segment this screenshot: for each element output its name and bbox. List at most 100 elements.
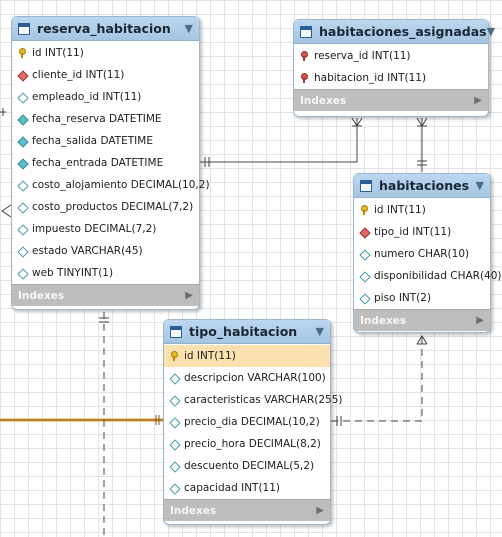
column-icon <box>17 180 27 190</box>
column-row[interactable]: fecha_salida DATETIME <box>12 130 199 152</box>
table-header[interactable]: habitaciones_asignadas ▼ <box>294 20 495 44</box>
column-icon <box>17 268 27 278</box>
column-row[interactable]: numero CHAR(10) <box>354 243 490 265</box>
primary-key-icon <box>359 205 369 215</box>
table-habitaciones[interactable]: habitaciones ▼ id INT(11) tipo_id INT(11… <box>353 173 502 333</box>
column-label: empleado_id INT(11) <box>32 91 142 103</box>
column-label: impuesto DECIMAL(7,2) <box>32 223 157 235</box>
expand-arrow-icon[interactable]: ▶ <box>316 505 324 516</box>
left-edge-crowfoot <box>1 204 12 218</box>
primary-key-icon <box>169 351 179 361</box>
column-icon <box>359 249 369 259</box>
column-row[interactable]: costo_productos DECIMAL(7,2) <box>12 196 199 218</box>
column-row[interactable]: id INT(11) <box>354 199 490 221</box>
foreign-key-icon <box>359 227 369 237</box>
table-header[interactable]: tipo_habitacion ▼ <box>164 320 330 344</box>
table-header[interactable]: reserva_habitacion ▼ <box>12 17 199 41</box>
table-icon <box>18 22 30 35</box>
column-row[interactable]: costo_alojamiento DECIMAL(10,2) <box>12 174 210 196</box>
column-row[interactable]: descripcion VARCHAR(100) <box>164 367 330 389</box>
column-row[interactable]: precio_dia DECIMAL(10,2) <box>164 411 330 433</box>
expand-arrow-icon[interactable]: ▶ <box>476 315 484 326</box>
column-row[interactable]: cliente_id INT(11) <box>12 64 199 86</box>
collapse-arrow-icon[interactable]: ▼ <box>486 25 496 38</box>
primary-key-icon <box>17 48 27 58</box>
table-reserva-habitacion[interactable]: reserva_habitacion ▼ id INT(11) cliente_… <box>11 16 210 310</box>
collapse-arrow-icon[interactable]: ▼ <box>315 325 324 338</box>
column-label: descripcion VARCHAR(100) <box>184 372 326 384</box>
column-label: tipo_id INT(11) <box>374 226 452 238</box>
column-row[interactable]: piso INT(2) <box>354 287 490 309</box>
indexes-bar[interactable]: Indexes ▶ <box>354 309 490 331</box>
indexes-label: Indexes <box>360 314 407 327</box>
column-icon <box>169 461 179 471</box>
column-label: precio_dia DECIMAL(10,2) <box>184 416 320 428</box>
column-row[interactable]: id INT(11) <box>12 42 199 64</box>
table-habitaciones-asignadas[interactable]: habitaciones_asignadas ▼ reserva_id INT(… <box>293 19 495 117</box>
column-row[interactable]: tipo_id INT(11) <box>354 221 490 243</box>
column-row[interactable]: precio_hora DECIMAL(8,2) <box>164 433 330 455</box>
table-title: habitaciones_asignadas <box>319 24 487 39</box>
expand-arrow-icon[interactable]: ▶ <box>185 290 193 301</box>
column-not-null-icon <box>17 158 27 168</box>
column-icon <box>169 483 179 493</box>
column-row[interactable]: habitacion_id INT(11) <box>294 67 488 89</box>
tipo-to-habitaciones-line[interactable] <box>331 334 423 422</box>
expand-arrow-icon[interactable]: ▶ <box>474 95 482 106</box>
column-row[interactable]: descuento DECIMAL(5,2) <box>164 455 330 477</box>
column-label: fecha_reserva DATETIME <box>32 113 162 125</box>
column-icon <box>17 224 27 234</box>
column-icon <box>359 293 369 303</box>
column-list: reserva_id INT(11) habitacion_id INT(11) <box>294 44 488 89</box>
reserva-to-asignadas-line[interactable] <box>200 118 358 163</box>
table-header[interactable]: habitaciones ▼ <box>354 174 490 198</box>
column-not-null-icon <box>17 114 27 124</box>
column-list: id INT(11) tipo_id INT(11) numero CHAR(1… <box>354 198 502 309</box>
habitaciones-crowfoot <box>416 335 428 345</box>
collapse-arrow-icon[interactable]: ▼ <box>184 22 193 35</box>
column-row[interactable]: estado VARCHAR(45) <box>12 240 199 262</box>
column-label: cliente_id INT(11) <box>32 69 125 81</box>
column-label: estado VARCHAR(45) <box>32 245 143 257</box>
column-row-selected[interactable]: id INT(11) <box>164 345 330 367</box>
column-row[interactable]: fecha_entrada DATETIME <box>12 152 199 174</box>
column-label: id INT(11) <box>374 204 426 216</box>
collapse-arrow-icon[interactable]: ▼ <box>475 179 484 192</box>
column-label: disponibilidad CHAR(40) <box>374 270 502 282</box>
column-list: id INT(11) descripcion VARCHAR(100) cara… <box>164 344 342 499</box>
column-row[interactable]: caracteristicas VARCHAR(255) <box>164 389 342 411</box>
table-icon <box>170 325 182 338</box>
column-row[interactable]: capacidad INT(11) <box>164 477 330 499</box>
column-label: caracteristicas VARCHAR(255) <box>184 394 343 406</box>
indexes-bar[interactable]: Indexes ▶ <box>12 284 199 306</box>
column-list: id INT(11) cliente_id INT(11) empleado_i… <box>12 41 210 284</box>
column-icon <box>17 92 27 102</box>
column-row[interactable]: fecha_reserva DATETIME <box>12 108 199 130</box>
table-title: reserva_habitacion <box>37 21 171 36</box>
column-label: numero CHAR(10) <box>374 248 470 260</box>
column-label: fecha_entrada DATETIME <box>32 157 164 169</box>
column-row[interactable]: web TINYINT(1) <box>12 262 199 284</box>
table-title: tipo_habitacion <box>189 324 298 339</box>
indexes-bar[interactable]: Indexes ▶ <box>294 89 488 111</box>
column-label: capacidad INT(11) <box>184 482 281 494</box>
column-label: costo_productos DECIMAL(7,2) <box>32 201 194 213</box>
foreign-key-icon <box>17 70 27 80</box>
table-title: habitaciones <box>379 178 470 193</box>
column-label: web TINYINT(1) <box>32 267 114 279</box>
table-tipo-habitacion[interactable]: tipo_habitacion ▼ id INT(11) descripcion… <box>163 319 342 525</box>
indexes-bar[interactable]: Indexes ▶ <box>164 499 330 521</box>
column-row[interactable]: empleado_id INT(11) <box>12 86 199 108</box>
column-label: descuento DECIMAL(5,2) <box>184 460 315 472</box>
indexes-label: Indexes <box>18 289 65 302</box>
column-label: habitacion_id INT(11) <box>314 72 427 84</box>
column-row[interactable]: reserva_id INT(11) <box>294 45 488 67</box>
primary-foreign-key-icon <box>299 73 309 83</box>
column-icon <box>169 439 179 449</box>
column-row[interactable]: impuesto DECIMAL(7,2) <box>12 218 199 240</box>
column-row[interactable]: disponibilidad CHAR(40) <box>354 265 502 287</box>
column-label: precio_hora DECIMAL(8,2) <box>184 438 321 450</box>
indexes-label: Indexes <box>170 504 217 517</box>
